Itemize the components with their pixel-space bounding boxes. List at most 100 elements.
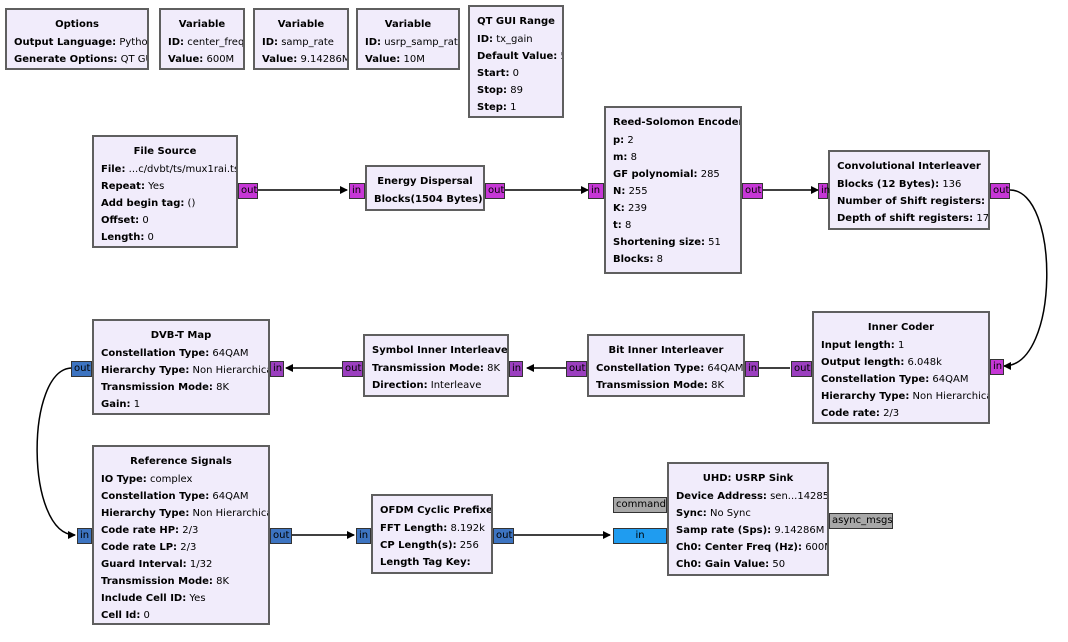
wire-map-to-ref (36, 367, 76, 539)
param-label: Blocks(1504 Bytes): (374, 194, 485, 205)
block-param-row: Value: 9.14286M (262, 51, 347, 68)
sym-interleaver-out-port[interactable]: out (342, 361, 363, 377)
param-label: m: (613, 152, 628, 163)
bit-interleaver-out-port[interactable]: out (566, 361, 587, 377)
dvbt-map-out-port[interactable]: out (71, 361, 92, 377)
energy-dispersal-out-port[interactable]: out (485, 183, 505, 199)
param-value: () (187, 198, 196, 209)
inner-coder-in-port[interactable]: in (990, 359, 1004, 375)
param-label: Cell Id: (101, 610, 141, 621)
block-param-row: Code rate: 2/3 (821, 405, 981, 422)
block-param-row: Sync: No Sync (676, 505, 820, 522)
param-value: QT GUI (120, 54, 147, 65)
param-value: Interleave (430, 380, 482, 391)
block-param-row: Transmission Mode: 8K (101, 573, 261, 590)
block-param-row: Ch0: Center Freq (Hz): 600M (676, 539, 827, 556)
block-title: Symbol Inner Interleaver (372, 345, 509, 356)
usrp-sink-in-port[interactable]: in (613, 528, 667, 544)
dvbt-map-in-port[interactable]: in (270, 361, 284, 377)
param-label: ID: (168, 37, 185, 48)
param-value: 9.14286M (300, 54, 349, 65)
param-label: Value: (168, 54, 204, 65)
ref-signals-in-port[interactable]: in (77, 528, 92, 544)
block-param-row: Cell Id: 0 (101, 607, 261, 623)
param-label: Transmission Mode: (101, 576, 213, 587)
block-param-row: Hierarchy Type: Non Hierarchical (101, 505, 268, 522)
block-param-row: FFT Length: 8.192k (380, 520, 485, 537)
block-title: Options (55, 19, 99, 30)
block-param-row: Include Cell ID: Yes (101, 590, 261, 607)
param-value: Non Hierarchical (912, 391, 990, 402)
param-value: ...c/dvbt/ts/mux1rai.ts (128, 164, 238, 175)
block-title: Variable (384, 19, 432, 30)
conv-interleaver-in-port[interactable]: in (818, 183, 830, 199)
block-param-row: Direction: Interleave (372, 377, 500, 394)
param-label: FFT Length: (380, 523, 448, 534)
param-value: center_freq (187, 37, 245, 48)
param-value: 239 (627, 203, 648, 214)
usrp-sink-async-msgs-port[interactable]: async_msgs (829, 513, 893, 529)
block-param-row: Samp rate (Sps): 9.14286M (676, 522, 824, 539)
usrp-sink-command-port[interactable]: command (613, 497, 667, 513)
bit-interleaver-in-port[interactable]: in (745, 361, 759, 377)
file-source-out-port[interactable]: out (238, 183, 258, 199)
param-value: Yes (189, 593, 206, 604)
energy-dispersal-in-port[interactable]: in (349, 183, 365, 199)
param-value: No Sync (709, 508, 751, 519)
block-title: Energy Dispersal (377, 176, 473, 187)
param-value: 8K (216, 382, 229, 393)
param-label: Default Value: (477, 51, 558, 62)
ref-signals-out-port[interactable]: out (270, 528, 292, 544)
block-param-row: Guard Interval: 1/32 (101, 556, 261, 573)
param-value: 64QAM (212, 348, 249, 359)
param-value: 6.048k (907, 357, 942, 368)
param-value: 2 (627, 135, 634, 146)
param-label: Ch0: Gain Value: (676, 559, 770, 570)
rs-encoder-out-port[interactable]: out (742, 183, 763, 199)
param-value: Yes (148, 181, 165, 192)
param-label: Value: (262, 54, 298, 65)
block-param-row: Device Address: sen...1428575 (676, 488, 827, 505)
block-param-row: Length Tag Key: (380, 554, 484, 571)
block-title: File Source (133, 146, 197, 157)
param-value: 50 (772, 559, 786, 570)
block-param-row: Value: 10M (365, 51, 451, 68)
sym-interleaver-in-port[interactable]: in (509, 361, 523, 377)
param-value: 9.14286M (774, 525, 825, 536)
block-param-row: Transmission Mode: 8K (101, 379, 261, 396)
param-value: 1 (897, 340, 905, 351)
block-param-row: Hierarchy Type: Non Hierarchical (101, 362, 268, 379)
param-value: 1 (510, 102, 517, 113)
param-value: samp_rate (281, 37, 334, 48)
param-label: Direction: (372, 380, 428, 391)
block-param-row: Constellation Type: 64QAM (101, 488, 261, 505)
ofdm-prefixer-in-port[interactable]: in (356, 528, 371, 544)
param-label: Samp rate (Sps): (676, 525, 772, 536)
param-label: K: (613, 203, 625, 214)
ofdm-prefixer-out-port[interactable]: out (493, 528, 514, 544)
inner-coder-out-port[interactable]: out (791, 361, 812, 377)
param-label: Value: (365, 54, 401, 65)
block-param-row: Generate Options: QT GUI (14, 51, 147, 68)
conv-interleaver-out-port[interactable]: out (990, 183, 1010, 199)
rs-encoder-in-port[interactable]: in (588, 183, 604, 199)
param-label: ID: (262, 37, 279, 48)
block-param-row: Number of Shift registers: 12 (837, 193, 985, 210)
